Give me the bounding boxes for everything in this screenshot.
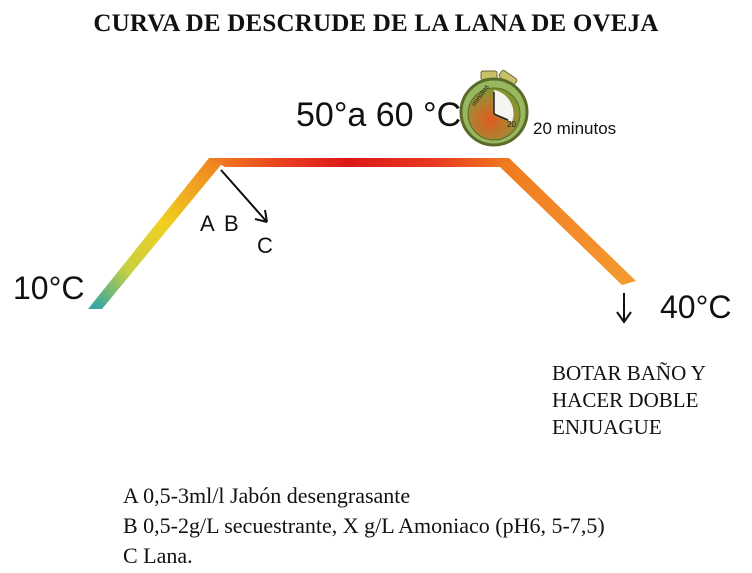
start-temperature-label: 10°C — [13, 270, 85, 306]
label-c: C — [257, 233, 273, 258]
drain-instruction: BOTAR BAÑO Y HACER DOBLE ENJUAGUE — [552, 360, 752, 441]
drain-line: BOTAR BAÑO Y — [552, 361, 706, 385]
end-temperature-label: 40°C — [660, 289, 732, 325]
note-c: C Lana. — [123, 543, 193, 568]
drain-line: ENJUAGUE — [552, 415, 662, 439]
stopwatch-icon: minutos 20 — [459, 69, 529, 147]
note-b: B 0,5-2g/L secuestrante, X g/L Amoniaco … — [123, 513, 605, 538]
label-a: A — [200, 211, 215, 236]
temperature-plateau — [209, 158, 516, 167]
heating-ramp — [88, 158, 225, 309]
cooling-ramp — [500, 158, 636, 285]
diagram-title: CURVA DE DESCRUDE DE LA LANA DE OVEJA — [93, 10, 659, 37]
duration-label: 20 minutos — [533, 119, 617, 138]
note-a: A 0,5-3ml/l Jabón desengrasante — [123, 483, 411, 508]
plateau-temperature-label: 50°a 60 °C — [296, 96, 462, 134]
legend-notes: A 0,5-3ml/l Jabón desengrasante B 0,5-2g… — [123, 481, 605, 571]
drain-line: HACER DOBLE — [552, 388, 699, 412]
addition-arrow — [220, 169, 268, 223]
stopwatch-dial-number: 20 — [507, 120, 516, 129]
drain-arrow — [616, 293, 632, 324]
label-b: B — [224, 211, 239, 236]
